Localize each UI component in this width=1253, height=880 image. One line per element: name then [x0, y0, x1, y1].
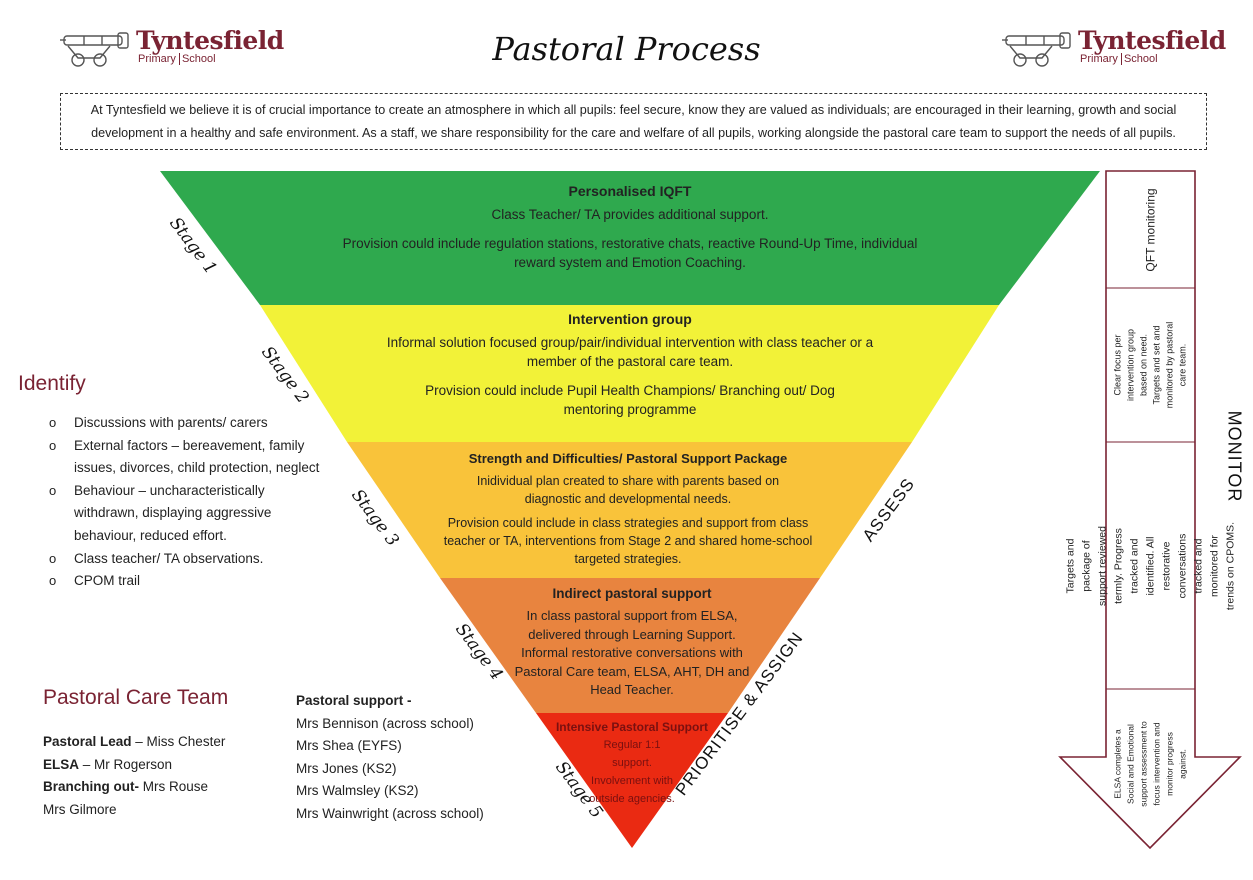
school-logo-right: Tyntesfield Primary School [1000, 24, 1226, 74]
tier-3-band [347, 442, 912, 578]
tier-heading: Strength and Difficulties/ Pastoral Supp… [468, 451, 788, 466]
monitor-label: MONITOR [1224, 410, 1245, 503]
team-member-elsa: ELSA – Mr Rogerson [43, 756, 173, 772]
monitor-segment-4: ELSA completes a Social and Emotional su… [1112, 721, 1188, 807]
logo-name: Tyntesfield [136, 26, 284, 55]
support-heading: Pastoral support - [296, 693, 412, 708]
tier-5-band [536, 713, 728, 848]
school-logo-left: Tyntesfield Primary School [58, 24, 284, 74]
tier-text: Class Teacher/ TA provides additional su… [491, 207, 769, 222]
list-item: Mrs Shea (EYFS) [296, 738, 402, 754]
monitor-segment-3: Targets and package of support reviewed … [1064, 521, 1237, 610]
tier-3: Strength and Difficulties/ Pastoral Supp… [438, 451, 818, 568]
cannon-icon [1002, 32, 1071, 67]
tier-1-band [160, 171, 1100, 305]
list-item: Mrs Jones (KS2) [296, 760, 397, 776]
tier-heading: Intensive Pastoral Support [555, 720, 709, 734]
team-member-branching: Branching out- Mrs Rouse [43, 779, 209, 795]
tier-4-band [440, 578, 820, 713]
tier-text: In class pastoral support from ELSA, del… [514, 608, 750, 697]
tier-heading: Indirect pastoral support [552, 586, 712, 601]
identify-title: Identify [18, 372, 86, 395]
tier-provision: Provision could include regulation stati… [342, 236, 918, 270]
tier-provision: Provision could include in class strateg… [443, 516, 813, 566]
tier-2: Intervention group Informal solution foc… [380, 311, 880, 419]
team-list: Pastoral Lead – Miss Chester ELSA – Mr R… [43, 731, 225, 821]
team-member-extra: Mrs Gilmore [43, 801, 117, 817]
tier-heading: Intervention group [568, 311, 692, 327]
monitor-segment-2: Clear focus per intervention group based… [1112, 321, 1188, 409]
tier-text: Informal solution focused group/pair/ind… [386, 335, 874, 369]
intro-text: At Tyntesfield we believe it is of cruci… [60, 93, 1207, 150]
tier-provision: Provision could include Pupil Health Cha… [425, 383, 835, 417]
tier-4: Indirect pastoral support In class pasto… [506, 586, 758, 700]
tier-2-band [260, 305, 999, 442]
tier-text: Inidividual plan created to share with p… [476, 474, 780, 506]
logo-name: Tyntesfield [1078, 26, 1226, 55]
logo-subtitle: Primary School [138, 53, 216, 65]
tier-5: Intensive Pastoral Support Regular 1:1 s… [552, 720, 712, 808]
logo-subtitle: Primary School [1080, 53, 1158, 65]
pastoral-support-list: Pastoral support - Mrs Bennison (across … [296, 690, 484, 826]
list-item: Mrs Bennison (across school) [296, 715, 474, 731]
tier-heading: Personalised IQFT [568, 183, 692, 199]
cannon-icon [60, 32, 129, 67]
tier-text: Regular 1:1 support. Involvement with ou… [589, 739, 675, 805]
team-member-lead: Pastoral Lead – Miss Chester [43, 734, 226, 749]
monitor-segment-1: QFT monitoring [1143, 187, 1158, 272]
team-title: Pastoral Care Team [43, 686, 229, 709]
page-title: Pastoral Process [492, 30, 761, 68]
list-item: Mrs Walmsley (KS2) [296, 783, 419, 799]
tier-1: Personalised IQFT Class Teacher/ TA prov… [310, 183, 950, 272]
list-item: Mrs Wainwright (across school) [296, 805, 484, 821]
